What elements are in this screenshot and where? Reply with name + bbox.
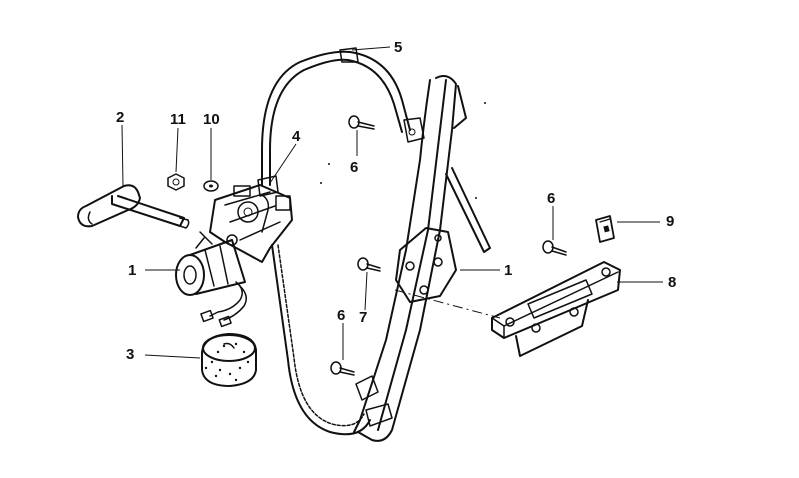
callout-3: 3 — [126, 346, 135, 363]
callout-6-top: 6 — [350, 159, 359, 176]
callout-6-right: 6 — [547, 190, 556, 207]
bolt-bottom — [330, 361, 355, 376]
callout-8: 8 — [668, 274, 677, 291]
window-regulator-rail — [353, 75, 491, 442]
callout-2: 2 — [116, 109, 125, 126]
callout-10: 10 — [203, 111, 220, 128]
rubber-damper-pad — [201, 333, 257, 387]
bolt-top — [348, 115, 375, 130]
callout-6-bottom: 6 — [337, 307, 346, 324]
washer-part — [203, 180, 219, 192]
drive-cable — [257, 47, 411, 436]
callout-11: 11 — [170, 111, 186, 128]
callout-1-motor: 1 — [128, 262, 137, 279]
scatter-dots — [320, 102, 486, 199]
leader-lines — [121, 46, 663, 360]
nut-part — [167, 173, 185, 191]
callout-7: 7 — [359, 309, 368, 326]
callout-1-regulator: 1 — [504, 262, 513, 279]
callout-5: 5 — [394, 39, 403, 56]
callout-9: 9 — [666, 213, 675, 230]
bolt-middle — [357, 257, 381, 272]
callout-4: 4 — [292, 128, 301, 145]
bolt-right — [542, 240, 567, 256]
hand-crank-tool — [77, 184, 190, 229]
window-motor — [175, 184, 293, 328]
mounting-plate — [491, 261, 621, 357]
clip-nut — [595, 215, 615, 243]
